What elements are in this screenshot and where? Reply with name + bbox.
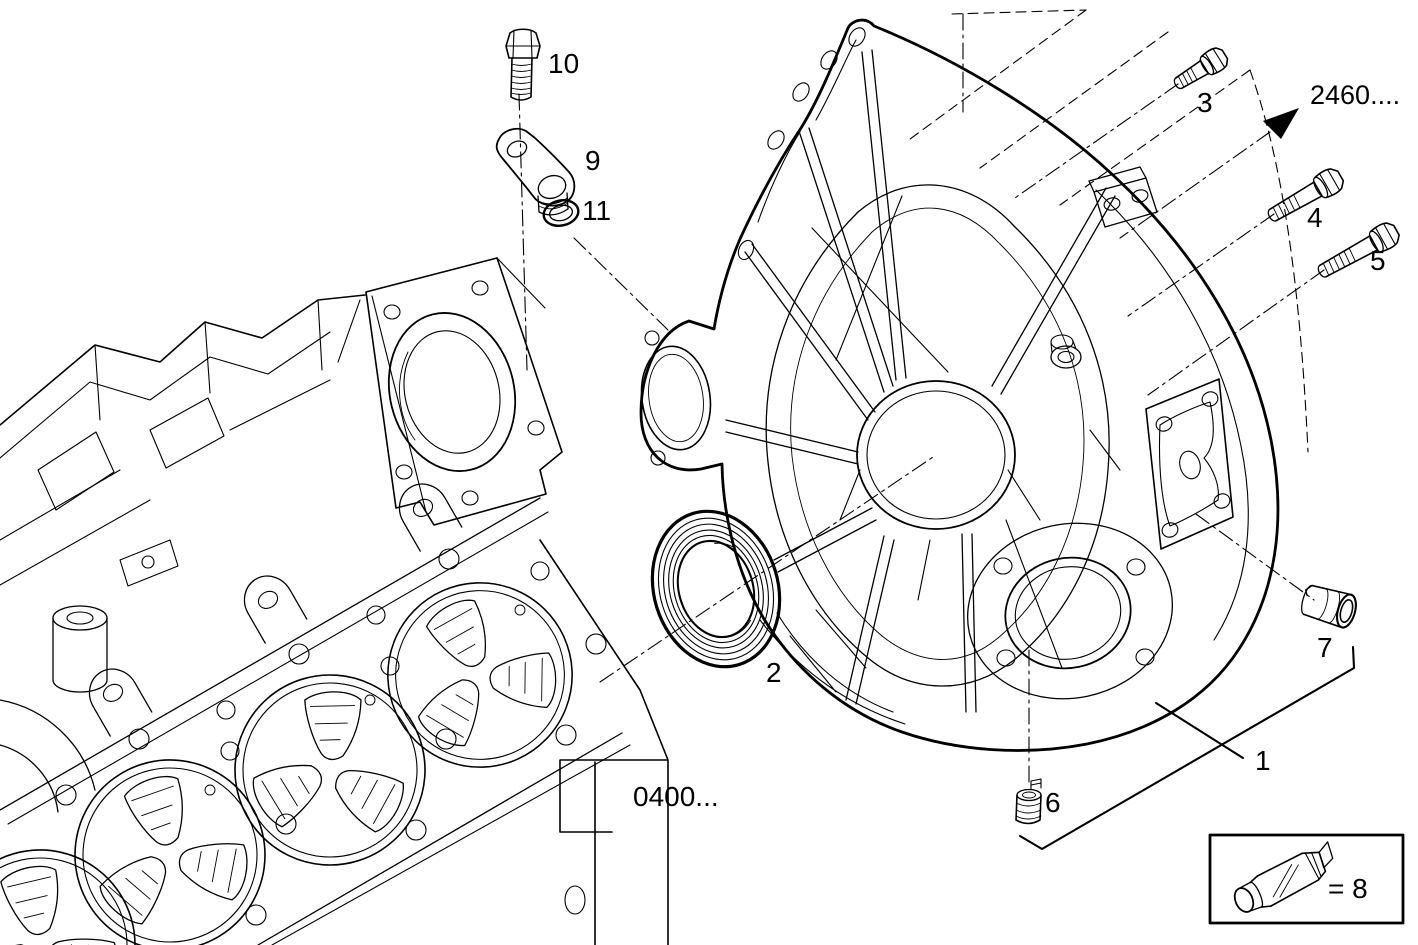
- callout-3-label: 3: [1197, 87, 1213, 118]
- callout-10-label: 10: [548, 48, 579, 79]
- plate-bolt-holes: [383, 280, 545, 506]
- housing-rim-holes: [737, 27, 866, 261]
- leader-bolt-10: [518, 93, 528, 371]
- lever-9-icon: [495, 127, 576, 216]
- block-bolt-holes: [55, 548, 607, 926]
- callout-7-label: 7: [1317, 632, 1333, 663]
- flywheel-housing-drawing: [639, 18, 1280, 752]
- engine-block-drawing: [0, 294, 669, 945]
- legend-box: [1208, 833, 1405, 925]
- housing-pto-opening: [966, 522, 1174, 700]
- block-head-bolt-towers: [88, 483, 463, 737]
- callout-2-label: 2: [766, 657, 782, 688]
- leader-ref-2460: [1119, 131, 1271, 239]
- housing-side-port: [1145, 378, 1234, 550]
- ref-2460-arrow-icon: [1263, 108, 1299, 139]
- block-step: [539, 539, 669, 945]
- plug-7-icon: [1301, 584, 1357, 629]
- housing-web-trusses: [725, 49, 1121, 713]
- construction-lines: [518, 9, 1325, 787]
- callout-6-label: 6: [1045, 787, 1061, 818]
- dashed-mating-plane: [905, 9, 1309, 453]
- seal-carrier-plate-drawing: [365, 257, 563, 526]
- hex-bolt-10-icon: [505, 28, 541, 101]
- callout-11-label: 11: [582, 195, 611, 226]
- callout-9-label: 9: [585, 145, 601, 176]
- ref-transmission-label: 2460....: [1310, 80, 1400, 110]
- housing-left-port: [640, 330, 712, 466]
- callout-leader-1: [1154, 701, 1245, 760]
- leader-plug-7: [1195, 513, 1315, 601]
- housing-center-bore: [856, 380, 1016, 530]
- block-cylinder-bores: [0, 553, 602, 945]
- leader-bolt-4: [1127, 213, 1275, 317]
- hex-bolt-5-icon: [1317, 222, 1400, 278]
- legend-equals-label: = 8: [1328, 873, 1368, 904]
- o-ring-11-icon: [542, 199, 580, 227]
- leader-oring-11: [573, 237, 669, 331]
- housing-boss: [1050, 334, 1082, 369]
- hex-bolt-3-icon: [1173, 47, 1229, 90]
- housing-outline: [639, 18, 1280, 752]
- ref-engine-block-label: 0400...: [633, 781, 719, 812]
- leader-bolt-3: [1011, 83, 1179, 201]
- leader-bolt-5: [1147, 269, 1325, 396]
- block-deck-rails: [0, 497, 631, 945]
- callout-4-label: 4: [1307, 202, 1323, 233]
- callout-1-label: 1: [1255, 745, 1271, 776]
- hex-bolt-4-icon: [1267, 168, 1345, 222]
- seal-ring-2-icon: [650, 509, 782, 669]
- bracket-line-1: [1018, 645, 1356, 851]
- callout-5-label: 5: [1370, 245, 1386, 276]
- housing-arch-band: [765, 184, 1110, 687]
- sealant-tube-icon: [1233, 841, 1334, 913]
- plug-6-icon: [1015, 778, 1042, 825]
- labels: 10 9 11 3 2460.... 4 5 7 1 6 2 0400... =…: [548, 48, 1400, 904]
